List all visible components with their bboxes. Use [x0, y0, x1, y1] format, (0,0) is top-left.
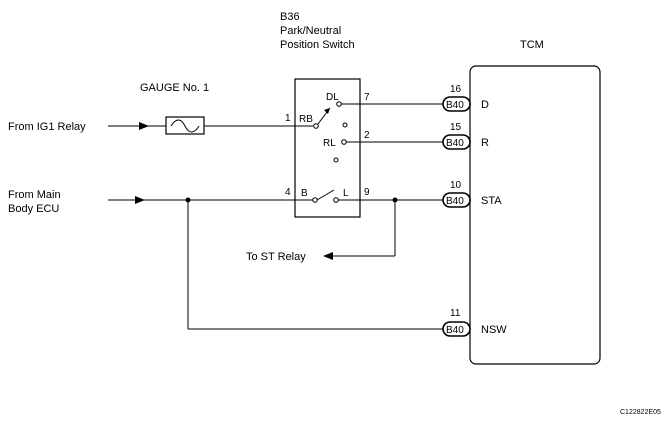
fuse-element-icon [170, 119, 200, 133]
terminal-dl-contact [336, 101, 342, 107]
source-main-ecu-line2: Body ECU [8, 203, 59, 215]
terminal-rl-label: RL [323, 138, 336, 149]
switch-name-line1: Park/Neutral [280, 25, 341, 37]
switch-contact-dot [342, 122, 348, 128]
terminal-rl-contact [341, 139, 347, 145]
switch-code: B36 [280, 11, 300, 23]
switch-contact-dot [333, 157, 339, 163]
connector-b40-d [442, 96, 471, 112]
tcm-signal-sta: STA [481, 195, 502, 207]
tcm-pin-15-number: 15 [450, 122, 462, 133]
tcm-signal-r: R [481, 137, 489, 149]
connector-b40-sta-label: B40 [446, 196, 464, 207]
terminal-rb-contact [313, 123, 319, 129]
tcm-pin-10-number: 10 [450, 180, 462, 191]
pin-4-label: 4 [285, 187, 291, 198]
pin-9-label: 9 [364, 187, 370, 198]
tcm-pin-16-number: 16 [450, 84, 462, 95]
fuse-label: GAUGE No. 1 [140, 82, 209, 94]
tcm-pin-11-number: 11 [450, 308, 461, 319]
switch-blade [316, 189, 335, 201]
pin-2-label: 2 [364, 130, 370, 141]
tcm-signal-nsw: NSW [481, 324, 507, 336]
source-ig1-relay: From IG1 Relay [8, 121, 86, 133]
tcm-title: TCM [520, 39, 544, 51]
switch-name-line2: Position Switch [280, 39, 355, 51]
connector-b40-nsw [442, 321, 471, 337]
pin-7-label: 7 [364, 92, 370, 103]
figure-reference: C122822E05 [620, 409, 661, 416]
terminal-dl-label: DL [326, 92, 339, 103]
connector-b40-d-label: B40 [446, 100, 464, 111]
terminal-b-label: B [301, 188, 308, 199]
terminal-rb-label: RB [299, 114, 313, 125]
connector-b40-r-label: B40 [446, 138, 464, 149]
st-relay-label: To ST Relay [246, 251, 306, 263]
terminal-b-contact [312, 197, 318, 203]
tcm-box [469, 65, 601, 365]
tcm-signal-d: D [481, 99, 489, 111]
terminal-l-contact [333, 197, 339, 203]
pin-1-label: 1 [285, 113, 291, 124]
selector-arrow-icon [324, 108, 330, 114]
source-main-ecu-line1: From Main [8, 189, 61, 201]
connector-b40-r [442, 134, 471, 150]
terminal-l-label: L [343, 188, 349, 199]
connector-b40-sta [442, 192, 471, 208]
connector-b40-nsw-label: B40 [446, 325, 464, 336]
